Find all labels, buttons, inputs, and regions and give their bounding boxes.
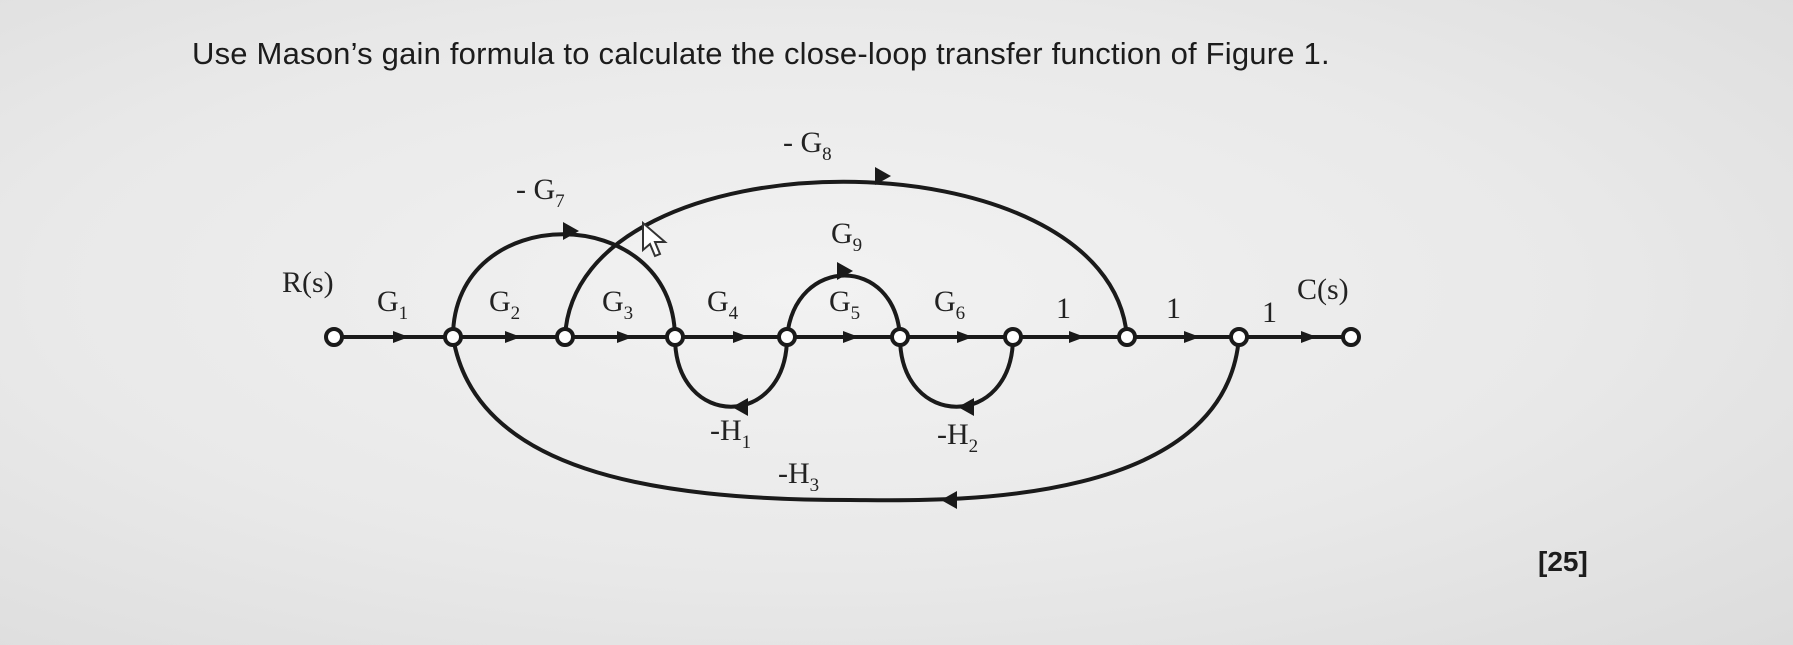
arrow-g4	[733, 331, 749, 343]
label-g4: G4	[707, 285, 739, 324]
label-h2: -H2	[937, 418, 978, 457]
label-1b: 1	[1166, 292, 1181, 325]
label-g9: G9	[831, 217, 862, 256]
arrow-1c	[1301, 331, 1317, 343]
question-text: Use Mason’s gain formula to calculate th…	[192, 36, 1330, 71]
arrow-1a	[1069, 331, 1085, 343]
node-2	[555, 327, 575, 347]
label-g1: G1	[377, 285, 408, 324]
branch-h2	[898, 336, 1015, 409]
label-g5: G5	[829, 285, 860, 324]
arrow-g2	[505, 331, 521, 343]
node-5	[890, 327, 910, 347]
arrow-h2	[958, 398, 974, 416]
branch-h3	[451, 336, 1241, 503]
forward-arrows	[393, 331, 1317, 343]
node-output	[1341, 327, 1361, 347]
mouse-pointer-icon	[642, 220, 668, 258]
arrow-g3	[617, 331, 633, 343]
branch-g8	[563, 179, 1129, 338]
label-h1: -H1	[710, 414, 751, 453]
arrow-g8	[875, 167, 891, 185]
arrow-g6	[957, 331, 973, 343]
input-label: R(s)	[282, 266, 334, 299]
label-1c: 1	[1262, 296, 1277, 329]
arrow-g5	[843, 331, 859, 343]
label-g7: - G7	[516, 173, 565, 212]
node-1	[443, 327, 463, 347]
node-input	[324, 327, 344, 347]
node-8	[1229, 327, 1249, 347]
output-label: C(s)	[1297, 273, 1349, 306]
arrow-h1	[732, 398, 748, 416]
node-3	[665, 327, 685, 347]
label-g6: G6	[934, 285, 965, 324]
branch-h1	[673, 336, 789, 409]
marks-label: [25]	[1538, 546, 1588, 577]
label-g2: G2	[489, 285, 520, 324]
arrow-h3	[941, 491, 957, 509]
arrow-g7	[563, 222, 579, 240]
node-4	[777, 327, 797, 347]
node-7	[1117, 327, 1137, 347]
arrow-g1	[393, 331, 409, 343]
label-g8: - G8	[783, 126, 832, 165]
label-1a: 1	[1056, 292, 1071, 325]
node-6	[1003, 327, 1023, 347]
arrow-1b	[1184, 331, 1200, 343]
arrow-g9	[837, 262, 853, 280]
label-h3: -H3	[778, 457, 819, 496]
label-g3: G3	[602, 285, 633, 324]
